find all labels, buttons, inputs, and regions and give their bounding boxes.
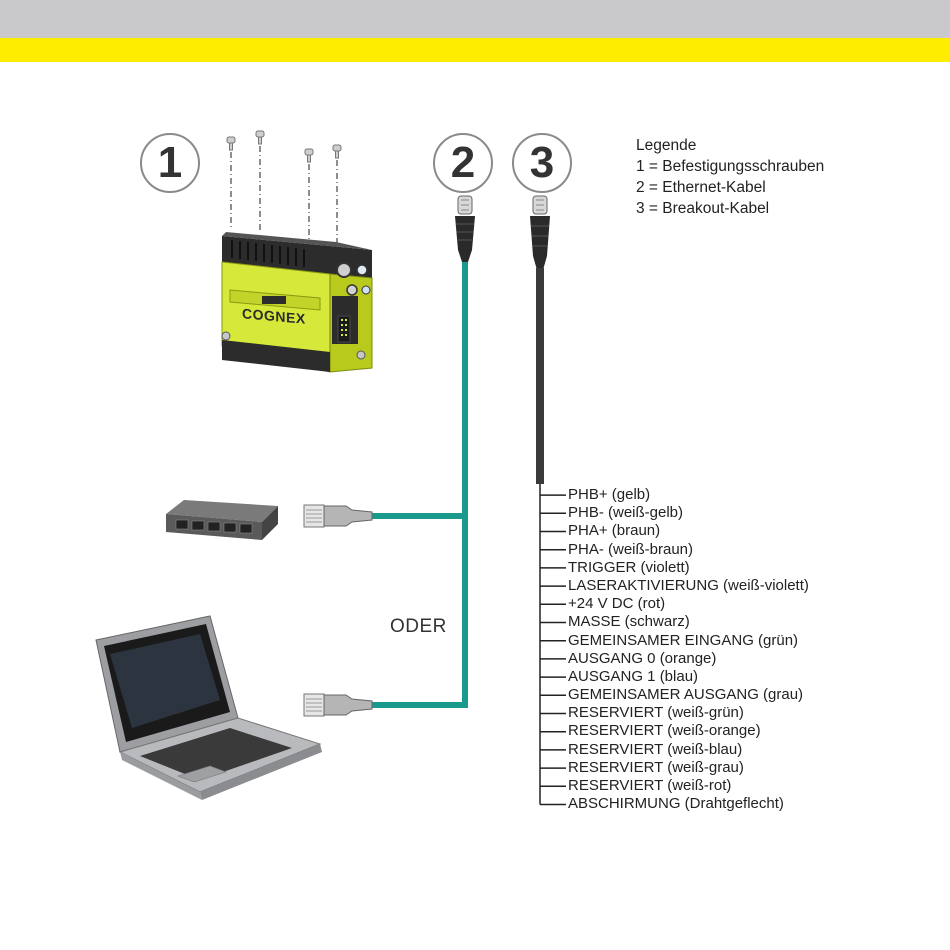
number-3-badge: 3 <box>512 133 572 193</box>
top-yellow-band <box>0 38 950 62</box>
legend-item: 2 = Ethernet-Kabel <box>636 179 766 196</box>
legend-item: 3 = Breakout-Kabel <box>636 200 770 217</box>
top-gray-band <box>0 0 950 38</box>
oder-label: ODER <box>390 616 447 637</box>
breakout-wire-list: PHB+ (gelb)PHB- (weiß-gelb)PHA+ (braun)P… <box>568 486 809 813</box>
wire-label: MASSE (schwarz) <box>568 613 690 631</box>
cognex-sensor-device <box>221 232 373 373</box>
wire-label: RESERVIERT (weiß-blau) <box>568 740 743 758</box>
wire-label: LASERAKTIVIERUNG (weiß-violett) <box>568 576 809 594</box>
wire-label: RESERVIERT (weiß-grün) <box>568 704 744 722</box>
wire-label: GEMEINSAMER EINGANG (grün) <box>568 631 799 649</box>
screw-heads <box>226 130 342 163</box>
legend: Legende 1 = Befestigungsschrauben 2 = Et… <box>636 135 824 219</box>
wire-label: GEMEINSAMER AUSGANG (grau) <box>568 686 804 704</box>
network-switch <box>166 500 278 540</box>
wire-label: AUSGANG 0 (orange) <box>568 649 717 667</box>
rj45-plug-laptop <box>303 693 373 717</box>
number-2-badge: 2 <box>433 133 493 193</box>
mounting-screws <box>230 146 338 246</box>
wire-label: PHB- (weiß-gelb) <box>568 504 684 522</box>
wire-label: PHA+ (braun) <box>568 522 661 540</box>
wire-label: RESERVIERT (weiß-orange) <box>568 722 761 740</box>
breakout-cable <box>530 195 566 806</box>
wire-label: RESERVIERT (weiß-rot) <box>568 777 732 794</box>
legend-title: Legende <box>636 137 697 154</box>
ethernet-cable <box>372 195 475 708</box>
rj45-plug-switch <box>303 504 373 528</box>
wire-label: RESERVIERT (weiß-grau) <box>568 758 744 776</box>
wire-label: TRIGGER (violett) <box>568 558 690 576</box>
wire-label: PHB+ (gelb) <box>568 486 651 503</box>
laptop <box>95 615 322 800</box>
legend-item: 1 = Befestigungsschrauben <box>636 158 825 175</box>
wire-label: AUSGANG 1 (blau) <box>568 667 699 685</box>
wire-label: +24 V DC (rot) <box>568 595 666 613</box>
wire-label: PHA- (weiß-braun) <box>568 540 694 558</box>
wire-label: ABSCHIRMUNG (Drahtgeflecht) <box>568 795 784 813</box>
number-1-badge: 1 <box>140 133 200 193</box>
